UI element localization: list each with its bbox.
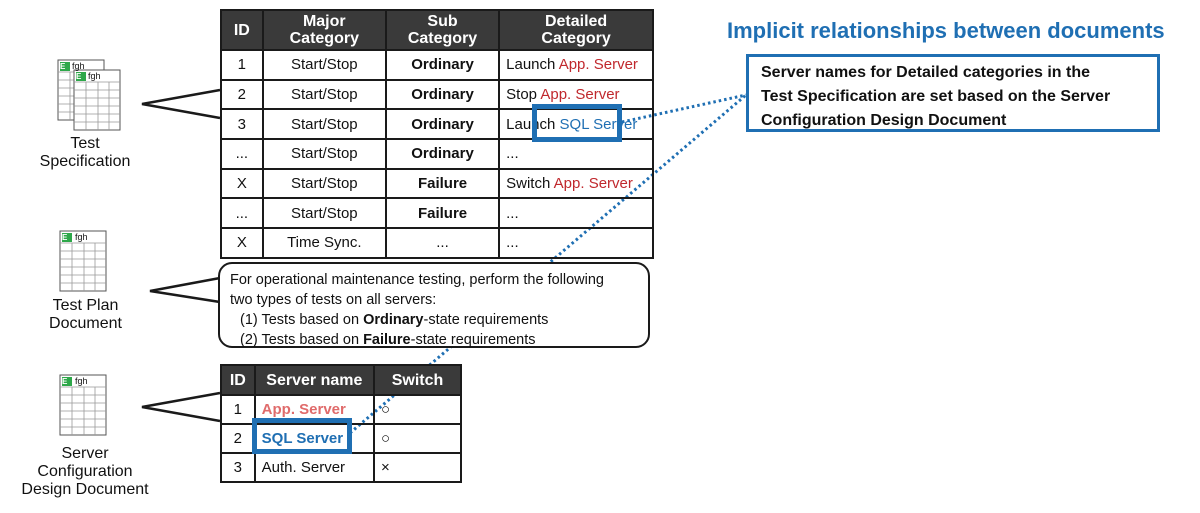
- row-sub: Ordinary: [384, 78, 501, 111]
- svg-text:E: E: [60, 62, 66, 71]
- svg-text:E: E: [62, 233, 68, 242]
- table-row: X Time Sync. ... ...: [220, 227, 654, 259]
- table-row: 3 Start/Stop Ordinary Launch SQL Server: [220, 108, 654, 141]
- table-row: ... Start/Stop Failure ...: [220, 197, 654, 230]
- sql-server-highlight-spec: [532, 104, 622, 142]
- table-row: 2 SQL Server ○: [220, 423, 462, 454]
- row-id: ...: [220, 197, 264, 230]
- row-major: Start/Stop: [261, 138, 387, 170]
- row-server-name: Auth. Server: [253, 452, 376, 483]
- table-row: 1 Start/Stop Ordinary Launch App. Server: [220, 49, 654, 81]
- table-row: 2 Start/Stop Ordinary Stop App. Server: [220, 78, 654, 111]
- server-header-row: ID Server name Switch: [220, 364, 462, 396]
- table-row: 3 Auth. Server ×: [220, 452, 462, 483]
- row-major: Start/Stop: [261, 49, 387, 81]
- callout-item-failure: (2) Tests based on Failure-state require…: [240, 332, 536, 348]
- callout-line: For operational maintenance testing, per…: [230, 272, 604, 288]
- svg-text:fgh: fgh: [75, 376, 88, 386]
- callout-item-ordinary: (1) Tests based on Ordinary-state requir…: [240, 312, 549, 328]
- svg-text:E: E: [76, 72, 82, 81]
- server-config-label: Server Configuration Design Document: [21, 445, 149, 498]
- row-major: Start/Stop: [261, 167, 387, 200]
- row-sub: Ordinary: [384, 138, 501, 170]
- row-switch: ×: [373, 452, 462, 483]
- row-id: X: [220, 167, 264, 200]
- row-id: 3: [220, 452, 256, 483]
- svg-text:E: E: [62, 377, 68, 386]
- row-detail: ...: [498, 197, 654, 230]
- row-sub: ...: [384, 227, 501, 259]
- svg-text:fgh: fgh: [72, 61, 85, 71]
- row-switch: ○: [373, 423, 462, 454]
- row-detail: ...: [498, 138, 654, 170]
- row-sub: Failure: [384, 167, 501, 200]
- test-plan-callout: For operational maintenance testing, per…: [218, 262, 650, 348]
- server-config-file-icon: E fgh: [59, 374, 107, 436]
- server-header-id: ID: [220, 364, 256, 396]
- callout-line: two types of tests on all servers:: [230, 292, 437, 308]
- row-major: Start/Stop: [261, 108, 387, 141]
- row-id: X: [220, 227, 264, 259]
- test-spec-label: Test Specification: [39, 135, 131, 170]
- spec-connector: [141, 88, 221, 120]
- server-header-switch: Switch: [373, 364, 462, 396]
- row-id: 1: [220, 394, 256, 425]
- row-id: 2: [220, 423, 256, 454]
- row-major: Time Sync.: [261, 227, 387, 259]
- server-header-name: Server name: [253, 364, 376, 396]
- row-id: 1: [220, 49, 264, 81]
- row-id: 2: [220, 78, 264, 111]
- row-sub: Ordinary: [384, 49, 501, 81]
- spec-header-id: ID: [220, 9, 264, 51]
- plan-connector: [149, 276, 222, 304]
- server-connector: [141, 391, 221, 423]
- table-row: ... Start/Stop Ordinary ...: [220, 138, 654, 170]
- row-detail: Launch App. Server: [498, 49, 654, 81]
- row-switch: ○: [373, 394, 462, 425]
- test-spec-file-icon: E fgh E fgh: [57, 59, 121, 131]
- test-plan-label: Test Plan Document: [49, 297, 122, 332]
- svg-text:fgh: fgh: [75, 232, 88, 242]
- row-major: Start/Stop: [261, 197, 387, 230]
- test-plan-file-icon: E fgh: [59, 230, 107, 292]
- row-major: Start/Stop: [261, 78, 387, 111]
- row-detail: Stop App. Server: [498, 78, 654, 111]
- row-id: ...: [220, 138, 264, 170]
- row-server-name: SQL Server: [253, 423, 376, 454]
- row-detail: Switch App. Server: [498, 167, 654, 200]
- implicit-title: Implicit relationships between documents: [727, 18, 1165, 43]
- row-sub: Failure: [384, 197, 501, 230]
- row-detail: ...: [498, 227, 654, 259]
- sql-server-highlight-config: [252, 418, 352, 454]
- row-sub: Ordinary: [384, 108, 501, 141]
- table-row: X Start/Stop Failure Switch App. Server: [220, 167, 654, 200]
- svg-text:fgh: fgh: [88, 71, 101, 81]
- implicit-explanation-box: Server names for Detailed categories in …: [746, 54, 1160, 132]
- row-id: 3: [220, 108, 264, 141]
